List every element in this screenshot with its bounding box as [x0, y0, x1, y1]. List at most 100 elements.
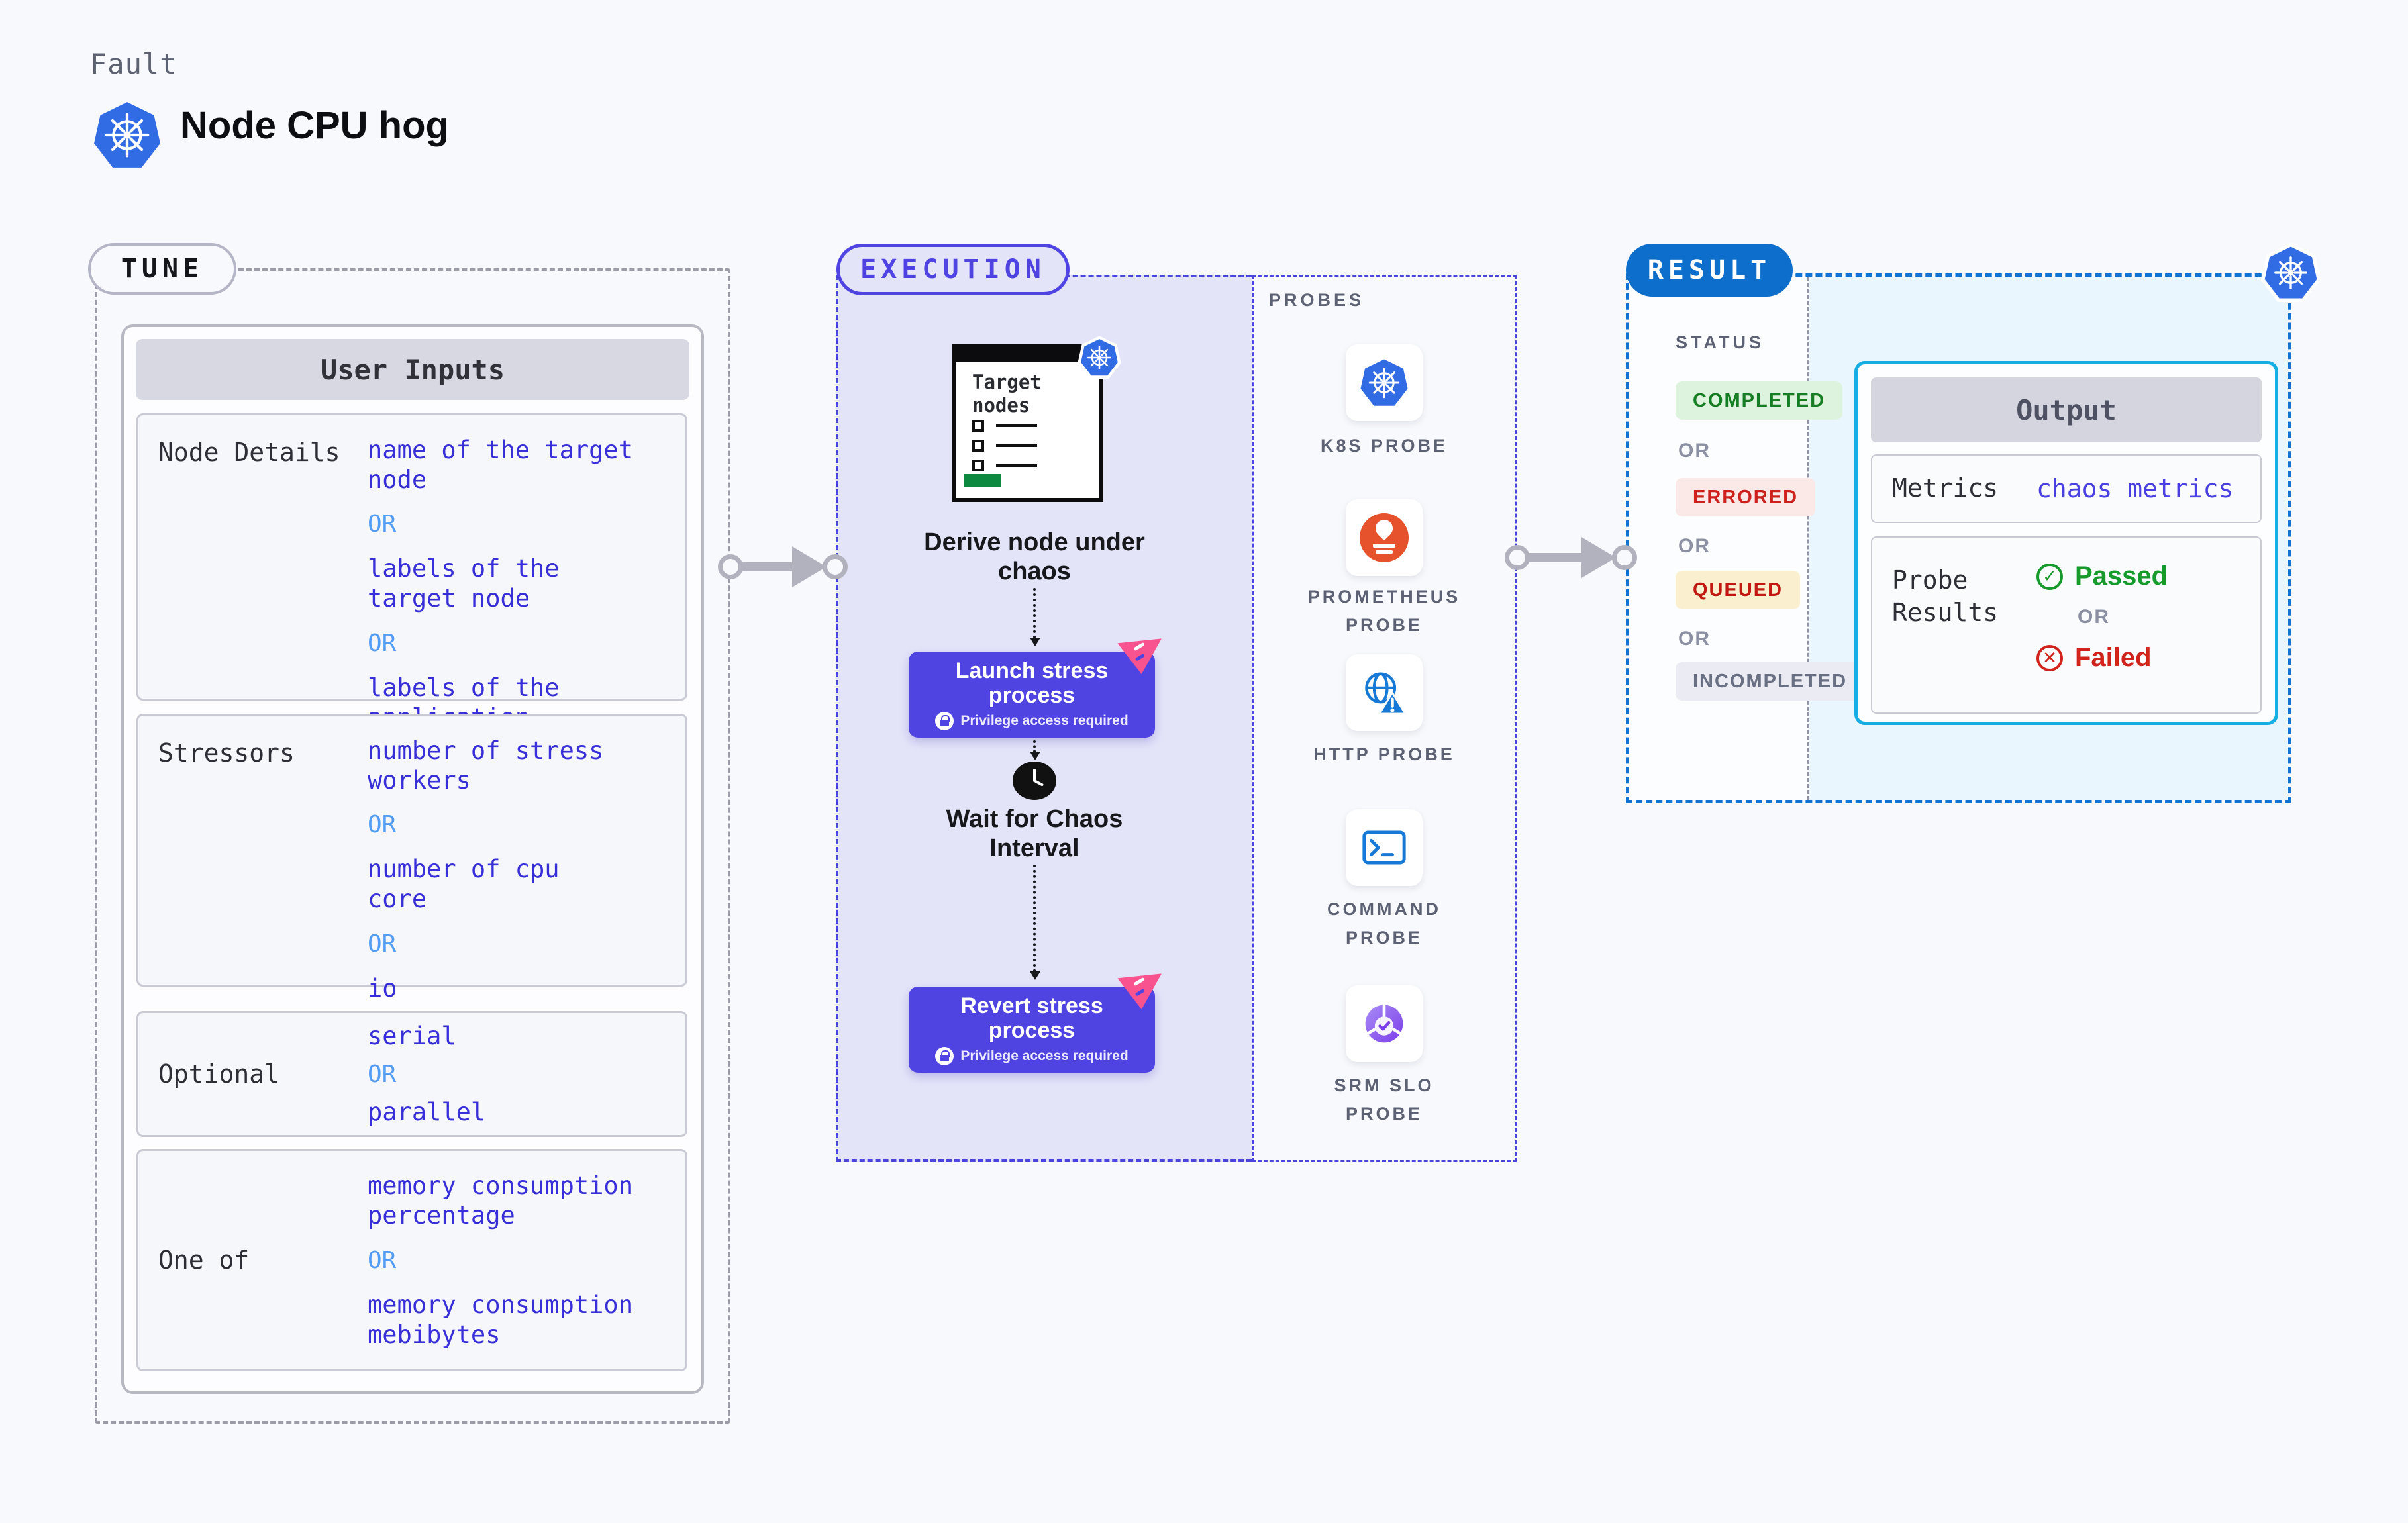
probe-card-srm-slo[interactable] — [1346, 985, 1423, 1062]
input-option: labels of the target node — [368, 554, 560, 613]
status-badge-incompleted: INCOMPLETED — [1676, 662, 1865, 701]
probe-label: HTTP PROBE — [1313, 744, 1455, 764]
arrow-shaft — [1528, 553, 1583, 562]
kubernetes-icon — [1081, 339, 1118, 376]
button-title: Launch stress process — [955, 658, 1109, 708]
privilege-note-text: Privilege access required — [960, 713, 1129, 729]
or-separator: OR — [368, 511, 397, 538]
or-separator: OR — [368, 811, 397, 839]
srm-slo-icon — [1365, 1003, 1403, 1043]
kubernetes-icon — [2264, 246, 2317, 299]
metrics-label: Metrics — [1892, 473, 1999, 503]
probe-label: K8S PROBE — [1320, 436, 1448, 456]
node-list-item — [972, 440, 1037, 452]
tune-pill[interactable]: TUNE — [88, 243, 236, 295]
or-separator: OR — [368, 1246, 397, 1274]
line-placeholder — [996, 464, 1037, 467]
probe-results-values: ✓ Passed OR ✕ Failed — [2036, 538, 2260, 712]
line-placeholder — [996, 444, 1037, 447]
revert-stress-process-button[interactable]: Revert stress process Privilege access r… — [909, 987, 1155, 1073]
table-row-one-of: One of memory consumption percentage OR … — [136, 1149, 687, 1371]
or-separator: OR — [368, 629, 397, 657]
page-title: Node CPU hog — [180, 104, 449, 147]
node-list-item — [972, 460, 1037, 471]
input-option: number of stress workers — [368, 736, 604, 795]
status-badge-queued: QUEUED — [1676, 571, 1801, 609]
input-option: serial — [368, 1022, 456, 1051]
user-inputs-header: User Inputs — [136, 339, 689, 400]
probe-results-row: Probe Results ✓ Passed OR ✕ Failed — [1871, 536, 2262, 714]
row-label: Node Details — [158, 438, 340, 467]
tune-section-frame — [95, 268, 730, 1424]
probes-panel-label: PROBES — [1269, 290, 1365, 310]
arrow-end-ring — [823, 554, 848, 579]
arrow-end-ring — [1612, 545, 1637, 570]
check-circle-icon: ✓ — [2036, 563, 2063, 590]
execution-pill[interactable]: EXECUTION — [836, 244, 1070, 295]
failed-row: ✕ Failed — [2036, 643, 2260, 673]
row-label: Optional — [158, 1059, 280, 1089]
probe-card-k8s[interactable] — [1346, 344, 1423, 421]
kubernetes-badge — [2260, 242, 2321, 303]
derive-node-label: Derive node under chaos — [924, 528, 1145, 585]
privilege-note-text: Privilege access required — [960, 1048, 1129, 1064]
kubernetes-badge — [1078, 336, 1121, 379]
input-option: io — [368, 973, 397, 1003]
or-separator: OR — [1678, 628, 1711, 650]
clock-icon — [1013, 762, 1056, 800]
input-option: memory consumption percentage — [368, 1171, 633, 1230]
green-button-placeholder — [964, 474, 1001, 487]
checkbox-icon — [972, 440, 984, 452]
table-row-stressors: Stressors number of stress workers OR nu… — [136, 714, 687, 1003]
flame-icon — [1372, 516, 1397, 541]
lock-icon — [935, 1047, 954, 1066]
http-globe-icon — [1365, 672, 1407, 715]
button-title: Revert stress process — [960, 993, 1103, 1043]
table-row-optional: Optional serial OR parallel — [136, 1011, 687, 1137]
probe-results-label: Probe Results — [1892, 565, 1999, 628]
probe-label: COMMAND PROBE — [1327, 899, 1441, 948]
checkbox-icon — [972, 460, 984, 471]
row-values: memory consumption percentage OR memory … — [357, 1151, 685, 1369]
metrics-value-link[interactable]: chaos metrics — [2036, 474, 2234, 503]
prometheus-icon — [1360, 513, 1409, 562]
probe-card-http[interactable] — [1346, 654, 1423, 731]
or-separator: OR — [2078, 606, 2110, 628]
probe-card-prometheus[interactable] — [1346, 499, 1423, 576]
output-header: Output — [1871, 377, 2262, 442]
line-placeholder — [996, 424, 1037, 427]
arrow-tune-to-execution — [718, 546, 848, 588]
launch-stress-process-button[interactable]: Launch stress process Privilege access r… — [909, 652, 1155, 738]
passed-row: ✓ Passed — [2036, 562, 2260, 591]
status-badge-completed: COMPLETED — [1676, 381, 1843, 420]
arrow-start-ring — [1505, 545, 1530, 570]
input-option: memory consumption mebibytes — [368, 1290, 633, 1349]
fault-kicker: Fault — [90, 48, 177, 80]
probe-card-command[interactable] — [1346, 809, 1423, 886]
command-terminal-icon — [1362, 830, 1406, 865]
row-label: Stressors — [158, 738, 295, 767]
result-pill[interactable]: RESULT — [1626, 244, 1793, 297]
or-separator: OR — [368, 930, 397, 958]
target-nodes-title: Target nodes — [972, 371, 1042, 417]
target-nodes-card: Target nodes — [952, 344, 1103, 502]
kubernetes-icon — [94, 102, 160, 168]
arrow-head-icon — [792, 546, 827, 587]
or-separator: OR — [1678, 440, 1711, 462]
status-label: STATUS — [1676, 332, 1764, 352]
probe-label: SRM SLO PROBE — [1334, 1075, 1434, 1124]
input-option: name of the target node — [368, 436, 633, 495]
checkbox-icon — [972, 420, 984, 432]
node-list-item — [972, 420, 1037, 432]
table-row-node-details: Node Details name of the target node OR … — [136, 413, 687, 791]
x-circle-icon: ✕ — [2036, 644, 2063, 671]
k8s-wheel-icon — [105, 113, 150, 158]
row-values: name of the target node OR labels of the… — [357, 415, 685, 791]
row-values: serial OR parallel — [357, 1013, 685, 1135]
lock-icon — [935, 712, 954, 731]
metrics-row: Metrics chaos metrics — [1871, 454, 2262, 523]
arrow-shaft — [741, 562, 794, 571]
row-values: number of stress workers OR number of cp… — [357, 716, 685, 1003]
or-separator: OR — [1678, 535, 1711, 557]
